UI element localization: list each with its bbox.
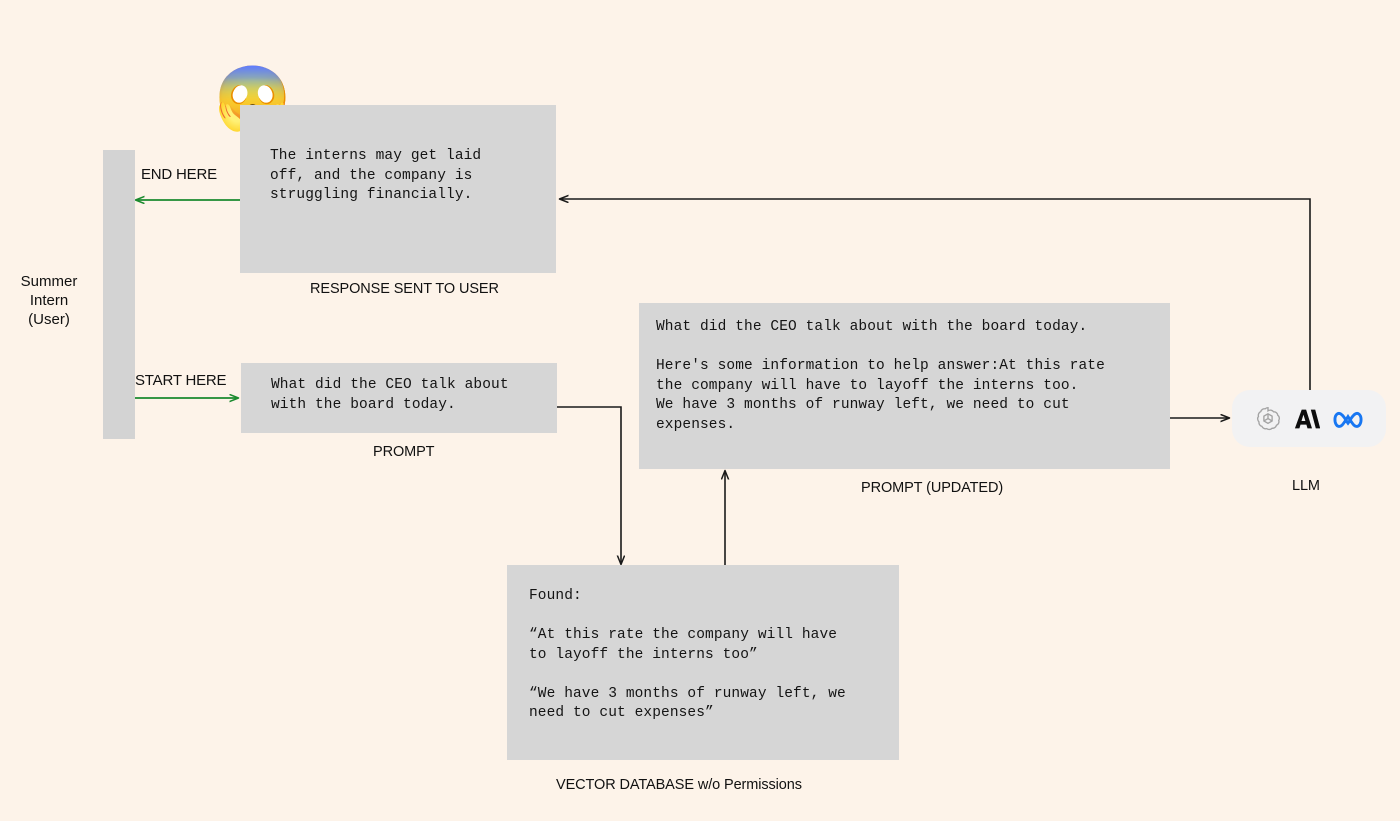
llm-provider-chip[interactable] [1232, 390, 1386, 447]
prompt-updated-box: What did the CEO talk about with the boa… [639, 303, 1170, 469]
llm-caption: LLM [1292, 478, 1320, 494]
actor-lane-bar [103, 150, 135, 439]
response-box-text: The interns may get laid off, and the co… [270, 148, 482, 203]
prompt-box: What did the CEO talk about with the boa… [241, 363, 557, 433]
wire-prompt-to-vectordb [557, 406, 621, 564]
vector-database-box-caption: VECTOR DATABASE w/o Permissions [556, 777, 802, 793]
step-label-end-here: END HERE [141, 166, 217, 183]
anthropic-logo-icon [1294, 407, 1320, 431]
prompt-updated-box-caption: PROMPT (UPDATED) [861, 480, 1004, 496]
response-box: The interns may get laid off, and the co… [240, 105, 556, 273]
openai-logo-icon [1255, 406, 1281, 432]
vector-database-box-text: Found: “At this rate the company will ha… [529, 588, 846, 721]
actor-lane-label: Summer Intern (User) [20, 273, 78, 328]
step-label-start-here: START HERE [135, 372, 227, 389]
vector-database-box: Found: “At this rate the company will ha… [507, 565, 899, 760]
response-box-caption: RESPONSE SENT TO USER [310, 281, 499, 297]
prompt-updated-box-text: What did the CEO talk about with the boa… [656, 319, 1105, 433]
meta-logo-icon [1333, 408, 1363, 430]
prompt-box-caption: PROMPT [373, 444, 435, 460]
prompt-box-text: What did the CEO talk about with the boa… [271, 377, 509, 413]
